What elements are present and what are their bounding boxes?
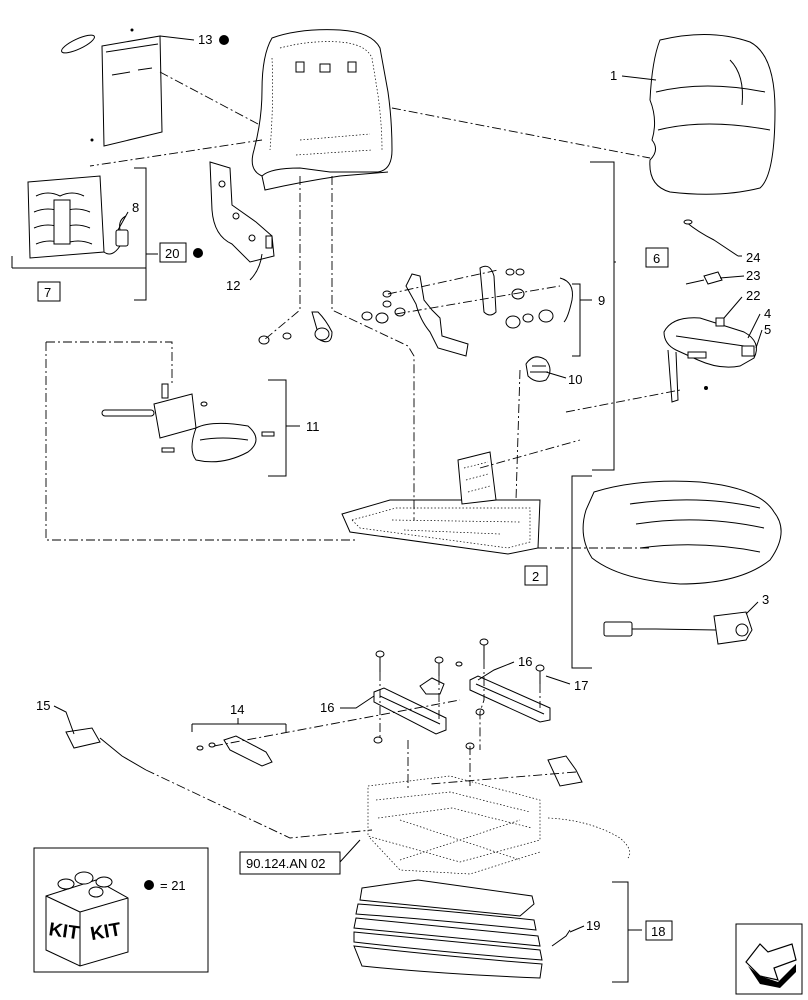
callout-1: 1 [610,68,617,83]
legend-dot [144,880,154,890]
backrest-bracket [209,161,275,263]
slide-rail-left [373,687,447,735]
callout-9: 9 [598,293,605,308]
cable-24 [683,219,739,257]
callout-22: 22 [746,288,760,303]
callout-24: 24 [746,250,760,265]
connector-23 [685,271,723,285]
group-brackets [134,161,629,983]
callout-17: 17 [574,678,588,693]
callout-3: 3 [762,592,769,607]
callout-12: 12 [226,278,240,293]
assembly-lines [45,71,681,839]
slide-rail-right [469,675,551,723]
callouts: 1 13 8 12 9 10 11 24 23 22 4 5 3 15 14 1… [36,32,771,933]
lumbar-support [11,175,147,269]
seat-pan [341,451,541,555]
callout-10: 10 [568,372,582,387]
legend-equals-text: = 21 [160,878,186,893]
control-panel [663,317,757,403]
fastener-19 [551,929,571,947]
reference-link[interactable]: 90.124.AN 02 [239,851,341,875]
callout-6: 6 [653,251,660,266]
side-lever-hardware [361,265,573,357]
back-cover-pocket [61,28,163,147]
seat-cushion [582,480,782,585]
suspension-mechanism [367,755,631,875]
callout-2: 2 [532,569,539,584]
bracket-14 [191,723,287,767]
backrest-cushion [649,34,776,195]
callout-4: 4 [764,306,771,321]
kit-word-left: KIT [47,919,81,944]
backrest-frame [251,29,393,191]
kit-dot-20 [193,248,203,258]
callout-5: 5 [764,322,771,337]
lumbar-switch [103,215,129,255]
bellows-cover [353,879,543,979]
reference-label[interactable]: 90.124.AN 02 [246,856,326,871]
kit-legend: KIT KIT = 21 [33,847,209,973]
callout-14: 14 [230,702,244,717]
rotary-knob [525,356,551,382]
recliner-knob [258,311,333,345]
sensor-cable [65,727,147,771]
kit-box-icon: KIT KIT [45,871,129,967]
callout-8: 8 [132,200,139,215]
callout-16-left: 16 [320,700,334,715]
callout-20: 20 [165,246,179,261]
callout-7: 7 [44,285,51,300]
arrow-left-icon[interactable] [735,923,803,995]
callout-15: 15 [36,698,50,713]
tilt-lever-assembly [101,383,275,463]
callout-18: 18 [651,924,665,939]
callout-13: 13 [198,32,212,47]
leader-lines [53,35,763,933]
boxed-callouts: 7 20 6 2 18 [37,242,673,941]
callout-11: 11 [306,419,320,434]
kit-dot-13 [219,35,229,45]
seat-harness [603,611,753,645]
callout-19: 19 [586,918,600,933]
callout-16-right: 16 [518,654,532,669]
callout-23: 23 [746,268,760,283]
